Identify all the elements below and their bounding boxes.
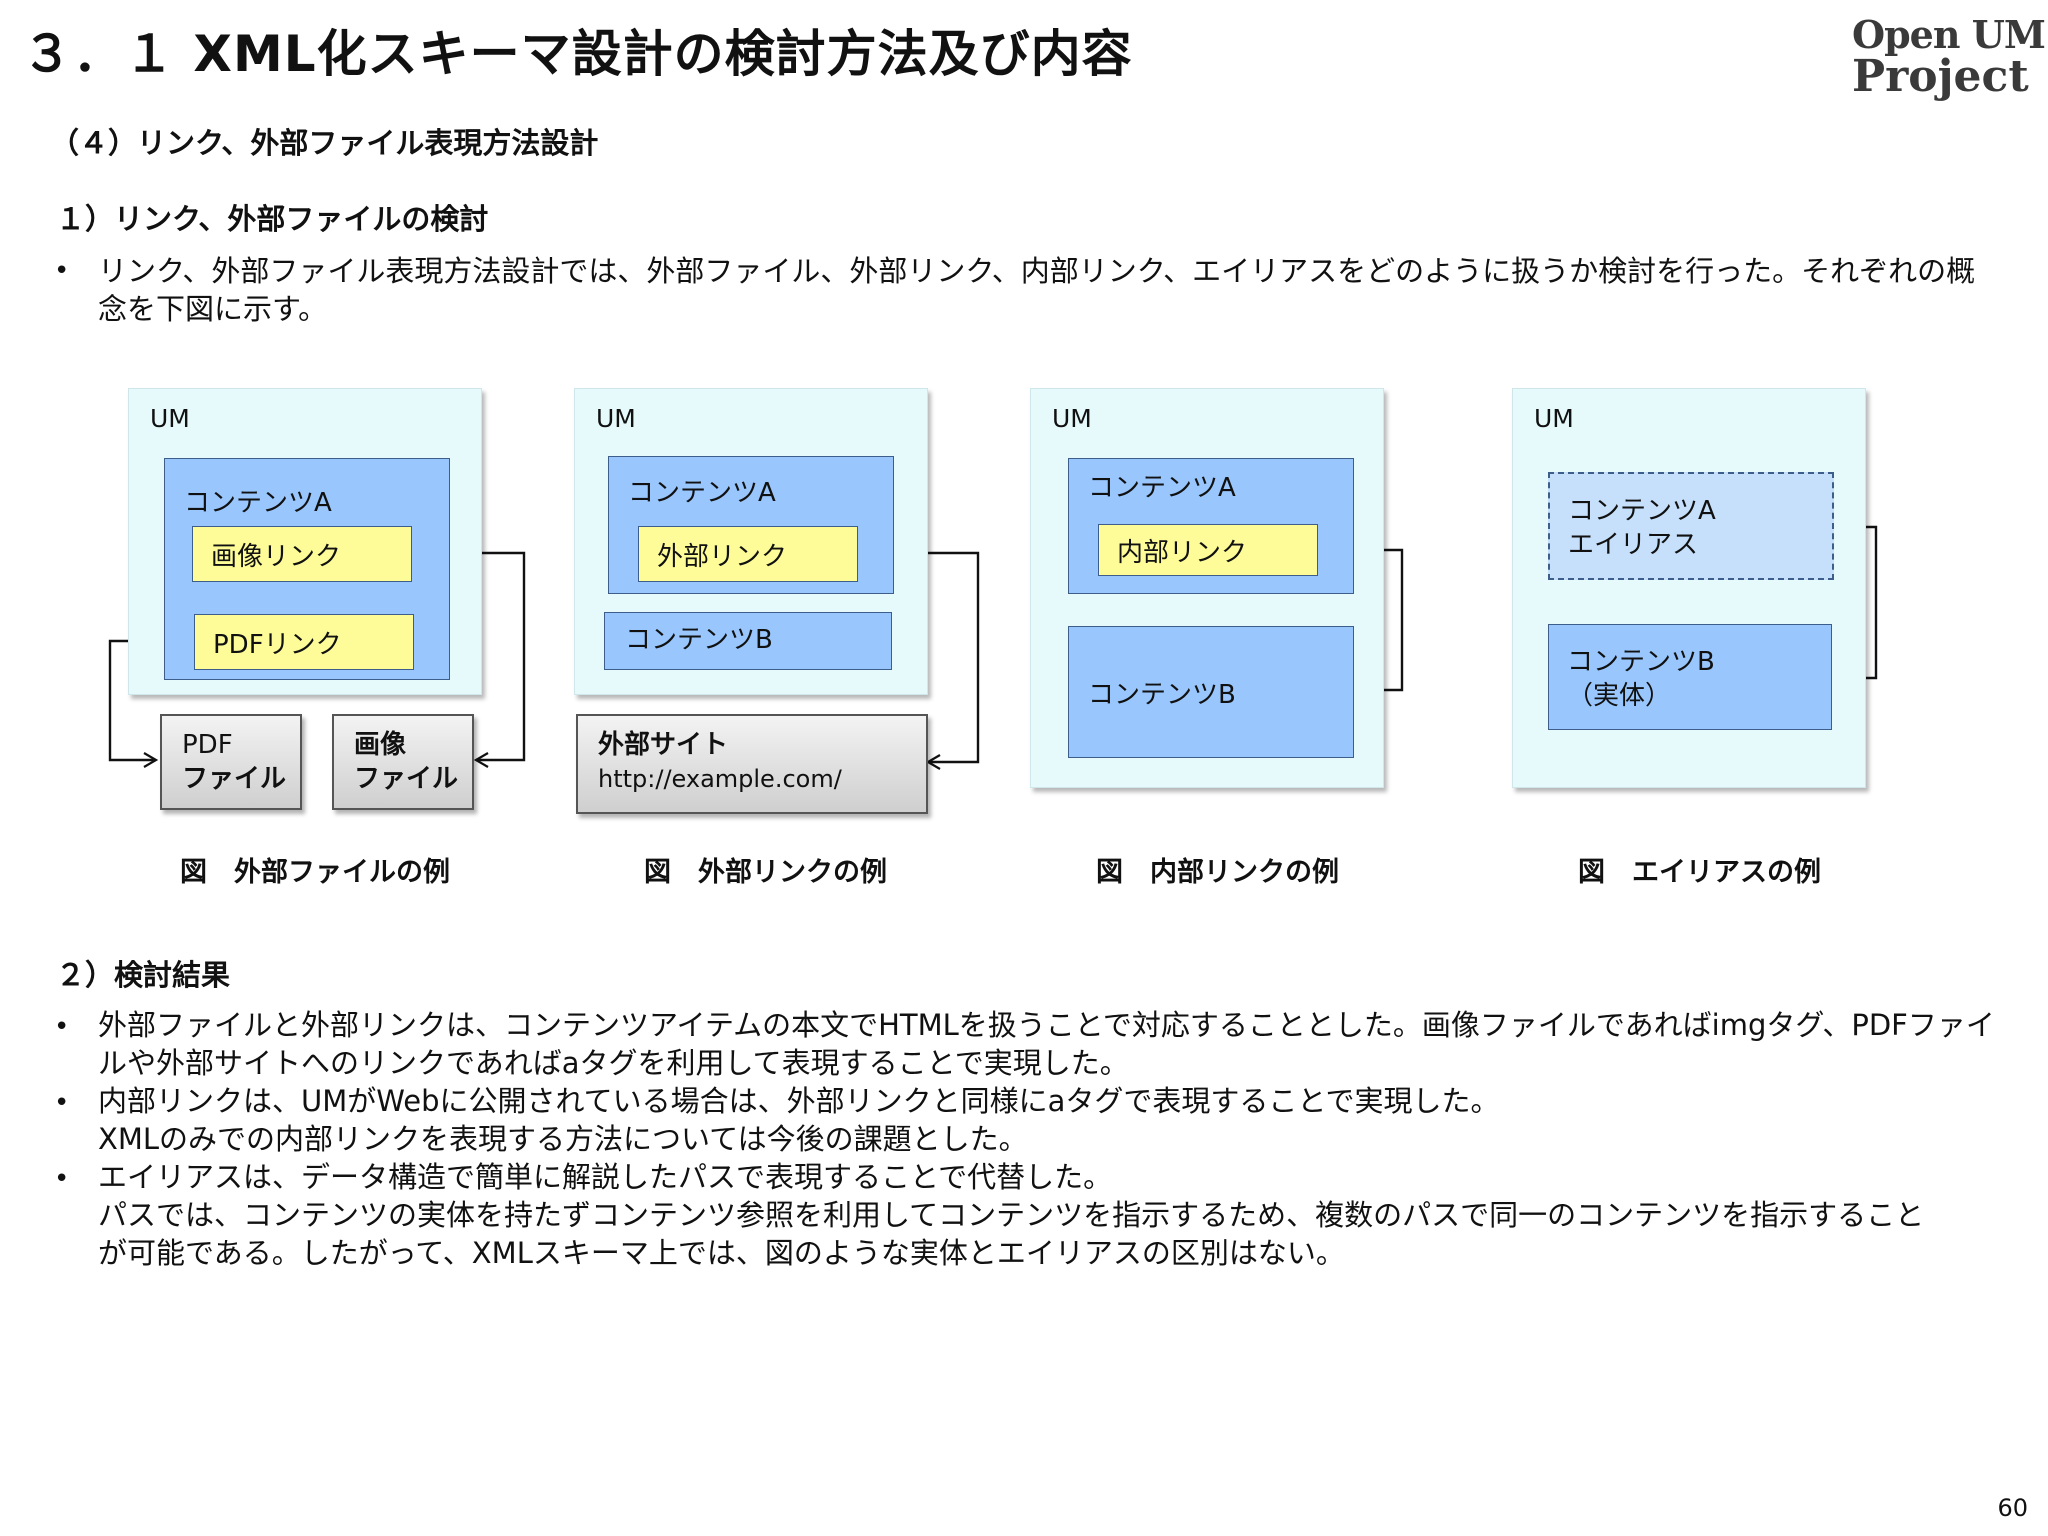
image-link-box: 画像リンク [192, 526, 412, 582]
result-3-line-2: パスでは、コンテンツの実体を持たずコンテンツ参照を利用してコンテンツを指示するた… [98, 1198, 1925, 1232]
section-heading: （４）リンク、外部ファイル表現方法設計 [50, 126, 599, 160]
um-label-d1: UM [150, 404, 190, 433]
intro-line-1: リンク、外部ファイル表現方法設計では、外部ファイル、外部リンク、内部リンク、エイ… [98, 254, 1976, 288]
result-paragraph-2: 内部リンクは、UMがWebに公開されている場合は、外部リンクと同様にaタグで表現… [98, 1082, 1918, 1158]
caption-external-file: 図 外部ファイルの例 [180, 857, 450, 888]
content-b-box-d2: コンテンツB [604, 612, 892, 670]
entity-line-2: （実体） [1567, 681, 1672, 711]
intro-line-2: 念を下図に示す。 [98, 292, 328, 326]
external-site-url: http://example.com/ [598, 765, 842, 793]
page-title: ３．１ XML化スキーマ設計の検討方法及び内容 [22, 25, 1133, 83]
alias-box: コンテンツA エイリアス [1548, 472, 1834, 580]
subsection-2-heading: ２）検討結果 [56, 958, 231, 992]
result-bullet-3: • [54, 1164, 70, 1194]
logo-line-2: Project [1852, 51, 2029, 102]
content-b-box-d3 [1068, 626, 1354, 758]
content-a-label-d2: コンテンツA [628, 478, 776, 508]
external-site-box: 外部サイト http://example.com/ [576, 714, 928, 814]
result-paragraph-1: 外部ファイルと外部リンクは、コンテンツアイテムの本文でHTMLを扱うことで対応す… [98, 1006, 1995, 1082]
pdf-file-line-1: PDF [182, 730, 233, 760]
pdf-link-box: PDFリンク [194, 614, 414, 670]
internal-link-label: 内部リンク [1117, 537, 1248, 568]
external-link-box: 外部リンク [638, 526, 858, 582]
image-link-label: 画像リンク [211, 541, 342, 572]
caption-alias: 図 エイリアスの例 [1578, 857, 1821, 888]
caption-external-link: 図 外部リンクの例 [644, 857, 887, 888]
pdf-file-box: PDF ファイル [160, 714, 302, 810]
alias-line-2: エイリアス [1568, 530, 1699, 560]
logo-line-1: Open UM [1852, 12, 2046, 57]
um-label-d2: UM [596, 404, 636, 433]
result-bullet-2: • [54, 1088, 70, 1118]
subsection-1-heading: １）リンク、外部ファイルの検討 [56, 202, 489, 236]
content-a-label-d3: コンテンツA [1088, 473, 1236, 503]
page-number: 60 [1997, 1494, 2028, 1522]
result-1-line-1: 外部ファイルと外部リンクは、コンテンツアイテムの本文でHTMLを扱うことで対応す… [98, 1008, 1995, 1042]
result-2-line-2: XMLのみでの内部リンクを表現する方法については今後の課題とした。 [98, 1122, 1028, 1156]
result-1-line-2: ルや外部サイトへのリンクであればaタグを利用して表現することで実現した。 [98, 1046, 1129, 1080]
pdf-link-label: PDFリンク [213, 629, 342, 660]
um-label-d4: UM [1534, 404, 1574, 433]
external-site-title: 外部サイト [598, 730, 729, 760]
content-b-label-d3: コンテンツB [1088, 680, 1236, 710]
pdf-file-line-2: ファイル [182, 764, 287, 794]
content-a-label-d1: コンテンツA [184, 488, 332, 518]
image-file-line-1: 画像 [354, 730, 407, 760]
intro-paragraph: リンク、外部ファイル表現方法設計では、外部ファイル、外部リンク、内部リンク、エイ… [98, 252, 1976, 328]
internal-link-box: 内部リンク [1098, 524, 1318, 576]
image-file-line-2: ファイル [354, 764, 459, 794]
entity-line-1: コンテンツB [1567, 647, 1715, 677]
result-2-line-1: 内部リンクは、UMがWebに公開されている場合は、外部リンクと同様にaタグで表現… [98, 1084, 1500, 1118]
image-file-box: 画像 ファイル [332, 714, 474, 810]
result-3-line-1: エイリアスは、データ構造で簡単に解説したパスで表現することで代替した。 [98, 1160, 1113, 1194]
alias-line-1: コンテンツA [1568, 496, 1716, 526]
content-b-label-d2: コンテンツB [625, 625, 773, 655]
entity-box: コンテンツB （実体） [1548, 624, 1832, 730]
um-label-d3: UM [1052, 404, 1092, 433]
caption-internal-link: 図 内部リンクの例 [1096, 857, 1339, 888]
external-link-label: 外部リンク [657, 541, 788, 572]
result-3-line-3: が可能である。したがって、XMLスキーマ上では、図のような実体とエイリアスの区別… [98, 1236, 1345, 1270]
bullet-1: • [54, 256, 70, 286]
result-paragraph-3: エイリアスは、データ構造で簡単に解説したパスで表現することで代替した。 パスでは… [98, 1158, 1925, 1272]
result-bullet-1: • [54, 1012, 70, 1042]
open-um-project-logo: Open UM Project [1852, 12, 2046, 102]
